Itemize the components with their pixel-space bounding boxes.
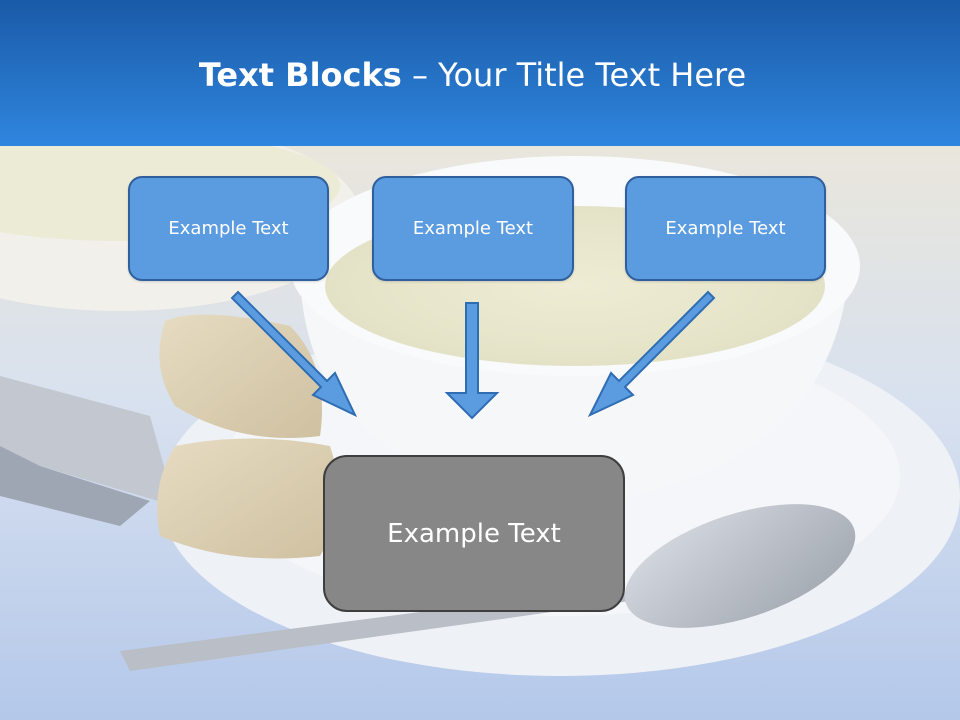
text-block-3[interactable]: Example Text bbox=[625, 176, 826, 281]
title-bar bbox=[0, 0, 960, 146]
text-block-1[interactable]: Example Text bbox=[128, 176, 329, 281]
center-text-block[interactable]: Example Text bbox=[323, 455, 625, 612]
text-block-2[interactable]: Example Text bbox=[372, 176, 574, 281]
title-rest-text: Your Title Text Here bbox=[438, 56, 747, 94]
slide-title: Text Blocks – Your Title Text Here bbox=[0, 52, 945, 98]
title-bold-text: Text Blocks bbox=[198, 56, 402, 94]
title-separator: – bbox=[401, 56, 439, 94]
